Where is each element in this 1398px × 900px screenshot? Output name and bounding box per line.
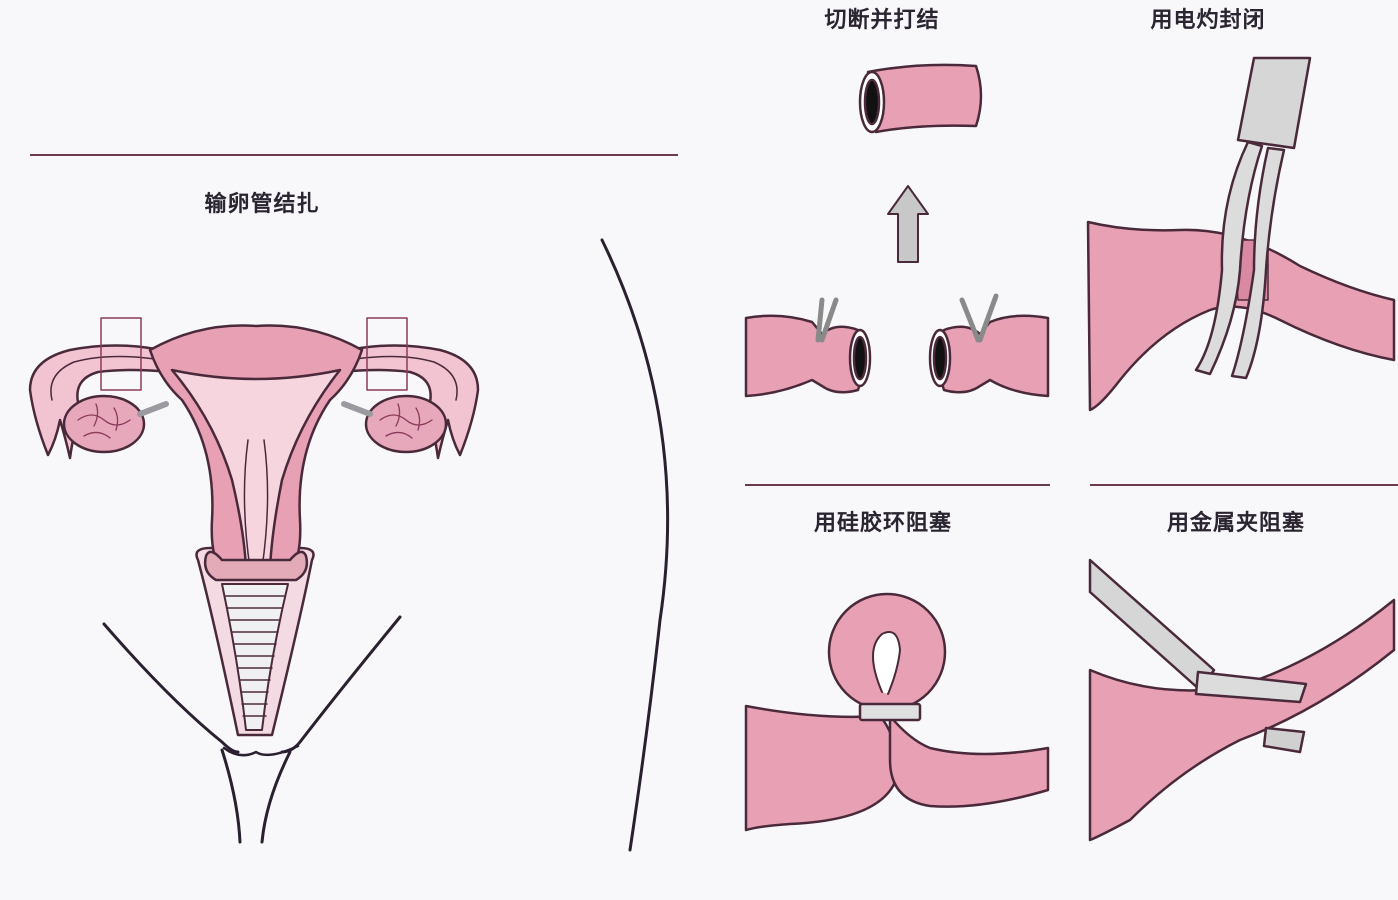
label-silicone-ring: 用硅胶环阻塞 [813,511,953,536]
lower-left-rule [745,484,1050,486]
label-cut-and-tie: 切断并打结 [824,8,940,33]
right-ovary [364,394,448,454]
right-thigh-line [280,615,402,754]
metal-clip-illustration [1088,558,1396,842]
uterine-cavity [170,368,342,570]
main-title: 输卵管结扎 [204,192,320,217]
up-arrow-icon [887,185,929,263]
silicone-ring [858,702,922,722]
body-contour-curve [600,238,670,852]
main-title-rule [30,154,678,156]
left-inner-leg [220,748,242,844]
cautery-shaft [1236,56,1312,150]
silicone-ring-illustration [744,592,1050,832]
label-electrocautery: 用电灼封闭 [1150,8,1266,33]
metal-clip [1194,670,1308,704]
electrocautery-illustration [1086,56,1396,412]
left-ligation-marker [100,317,142,391]
clip-applicator [1088,558,1216,692]
cut-and-tie-illustration [744,63,1050,398]
right-ligation-marker [366,317,408,391]
label-metal-clip: 用金属夹阻塞 [1166,511,1306,536]
left-ovary [62,394,146,454]
uterus-illustration [28,238,670,852]
right-inner-leg [260,750,292,844]
left-thigh-line [102,622,240,754]
lower-right-rule [1090,484,1398,486]
vulva-line [222,744,300,757]
